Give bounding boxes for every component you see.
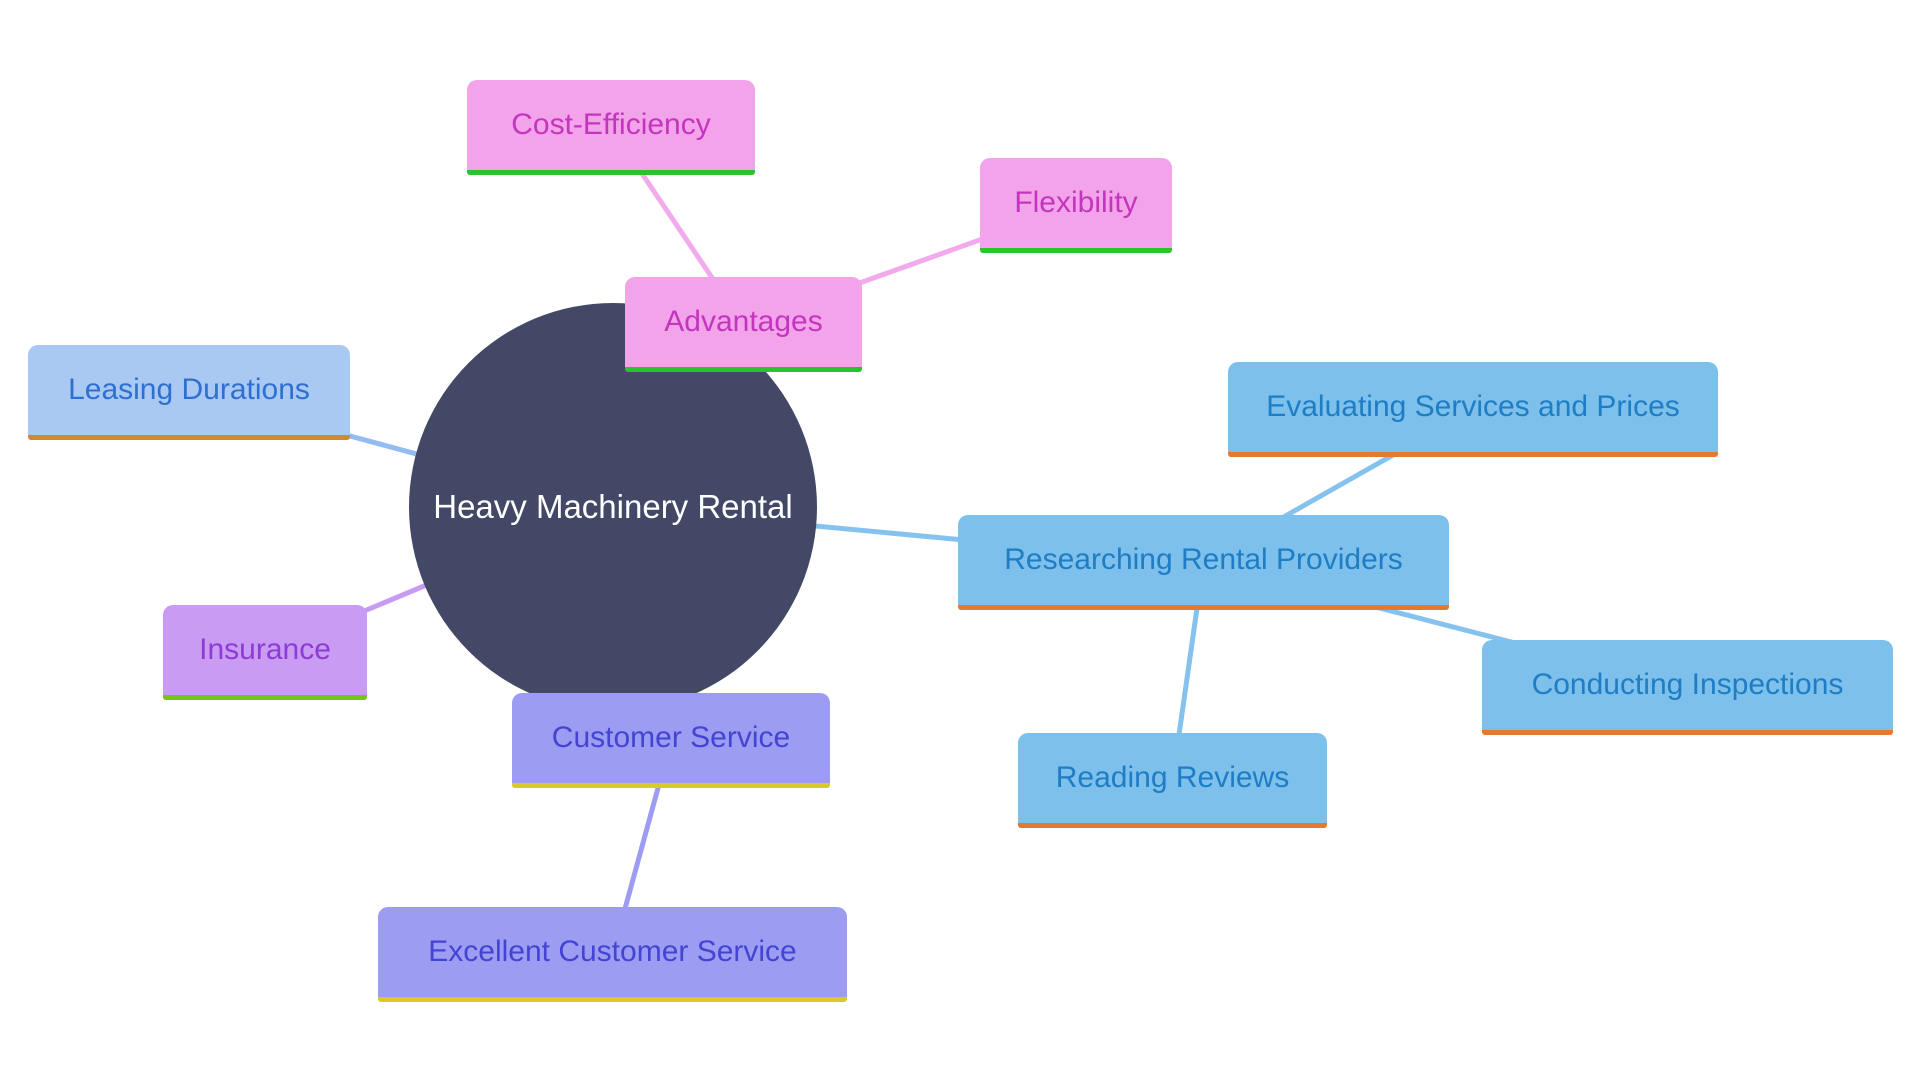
node-researching-rental-providers[interactable]: Researching Rental Providers: [958, 515, 1449, 610]
node-label: Advantages: [664, 305, 823, 338]
node-label: Insurance: [199, 633, 331, 666]
node-insurance[interactable]: Insurance: [163, 605, 367, 700]
node-customer-service[interactable]: Customer Service: [512, 693, 830, 788]
node-label: Cost-Efficiency: [511, 108, 711, 141]
node-label: Leasing Durations: [68, 373, 310, 406]
node-label: Conducting Inspections: [1531, 668, 1844, 701]
node-cost-efficiency[interactable]: Cost-Efficiency: [467, 80, 755, 175]
node-leasing-durations[interactable]: Leasing Durations: [28, 345, 350, 440]
center-node-label: Heavy Machinery Rental: [433, 488, 793, 525]
node-label: Flexibility: [1014, 186, 1138, 219]
node-label: Reading Reviews: [1055, 761, 1290, 794]
node-label: Evaluating Services and Prices: [1266, 390, 1680, 423]
node-label: Customer Service: [551, 721, 791, 754]
node-flexibility[interactable]: Flexibility: [980, 158, 1172, 253]
node-label: Excellent Customer Service: [428, 935, 797, 968]
node-advantages[interactable]: Advantages: [625, 277, 862, 372]
node-label: Researching Rental Providers: [1004, 543, 1403, 576]
node-evaluating-services-and-prices[interactable]: Evaluating Services and Prices: [1228, 362, 1718, 457]
node-reading-reviews[interactable]: Reading Reviews: [1018, 733, 1327, 828]
node-conducting-inspections[interactable]: Conducting Inspections: [1482, 640, 1893, 735]
node-excellent-customer-service[interactable]: Excellent Customer Service: [378, 907, 847, 1002]
